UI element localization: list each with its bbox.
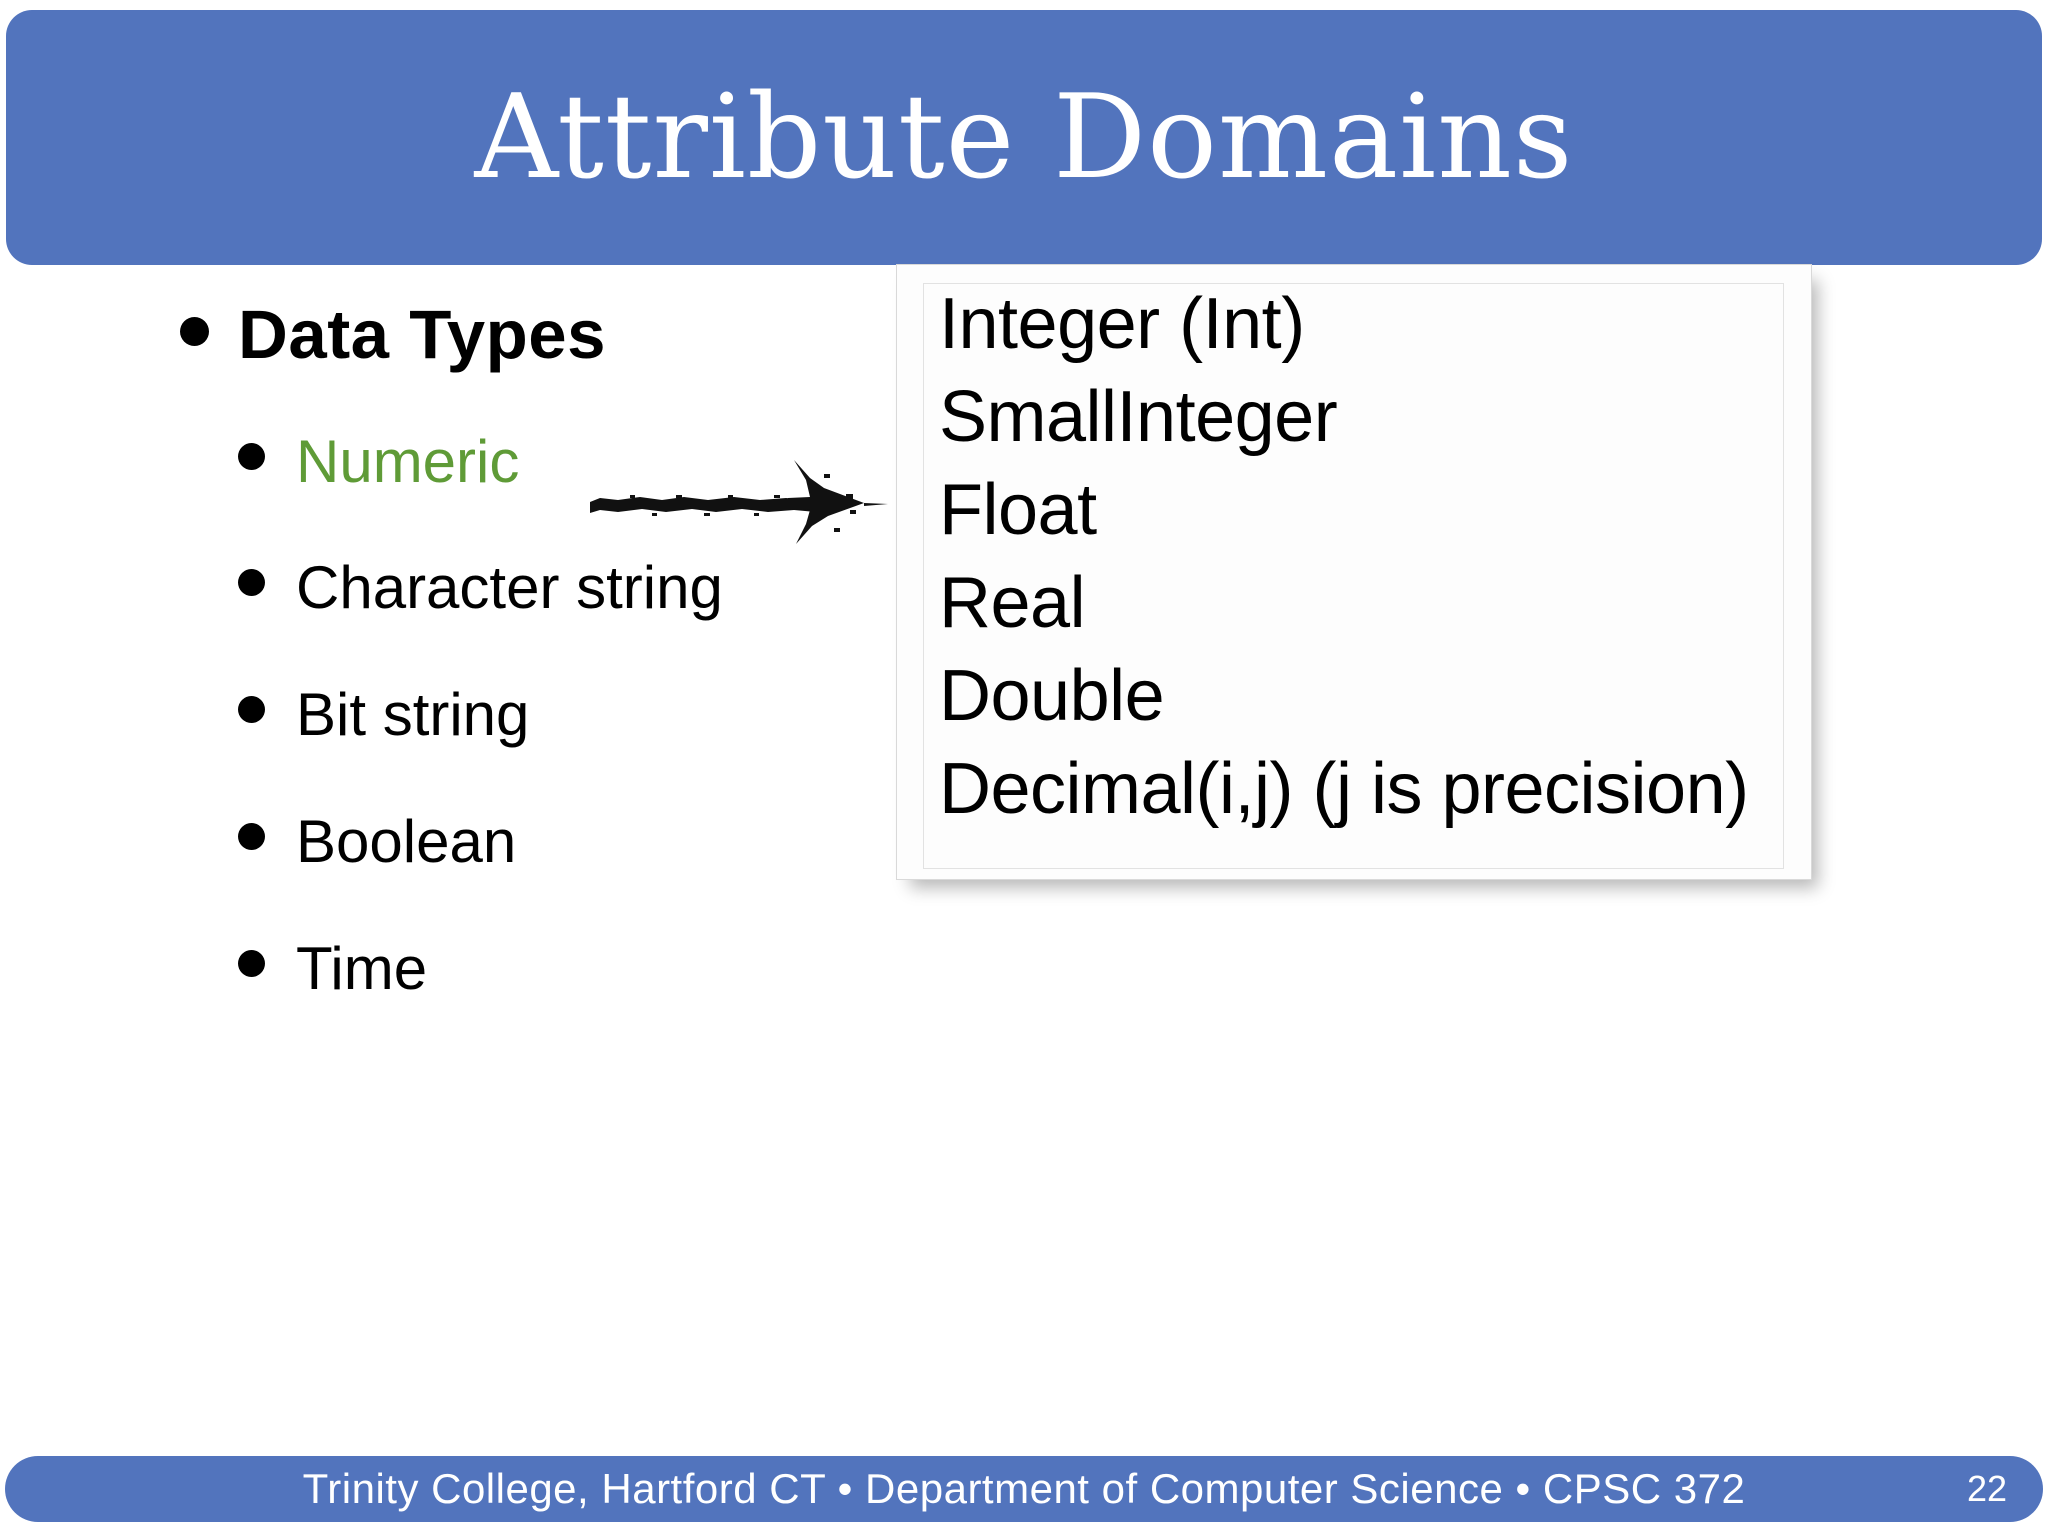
footer-credit-text: Trinity College, Hartford CT • Departmen… <box>302 1465 1746 1512</box>
bullet-dot-icon <box>180 317 209 346</box>
callout-inner-frame: Integer (Int) SmallInteger Float Real Do… <box>923 283 1784 869</box>
bullet-label-time: Time <box>296 935 428 1002</box>
list-item: Bit string <box>238 685 529 745</box>
callout-line: Integer (Int) <box>939 284 1305 364</box>
bullet-label-data-types: Data Types <box>238 296 607 373</box>
bullet-dot-icon <box>238 569 265 596</box>
callout-line-list: Integer (Int) SmallInteger Float Real Do… <box>939 278 1783 836</box>
callout-line: Double <box>939 656 1165 736</box>
bullet-label-bit-string: Bit string <box>296 681 530 748</box>
list-item: Character string <box>238 558 723 618</box>
bullet-dot-icon <box>238 950 265 977</box>
bullet-dot-icon <box>238 696 265 723</box>
right-arrow-sketch-icon <box>588 440 908 560</box>
bullet-label-boolean: Boolean <box>296 808 517 875</box>
slide-footer-bar: Trinity College, Hartford CT • Departmen… <box>5 1456 2043 1522</box>
callout-line: Decimal(i,j) (j is precision) <box>939 749 1749 829</box>
callout-line: Real <box>939 563 1086 643</box>
bullet-label-numeric: Numeric <box>296 428 520 495</box>
slide-title-bar: Attribute Domains <box>6 10 2042 265</box>
callout-line: SmallInteger <box>939 377 1338 457</box>
list-item: Data Types <box>180 300 606 369</box>
list-item: Boolean <box>238 812 516 872</box>
numeric-types-callout: Integer (Int) SmallInteger Float Real Do… <box>896 264 1812 880</box>
list-item: Time <box>238 939 427 999</box>
bullet-label-character-string: Character string <box>296 554 723 621</box>
page-title: Attribute Domains <box>474 69 1574 205</box>
bullet-dot-icon <box>238 443 265 470</box>
slide-page-number: 22 <box>1966 1468 2007 1509</box>
list-item: Numeric <box>238 432 519 492</box>
callout-line: Float <box>939 470 1097 550</box>
bullet-dot-icon <box>238 823 265 850</box>
